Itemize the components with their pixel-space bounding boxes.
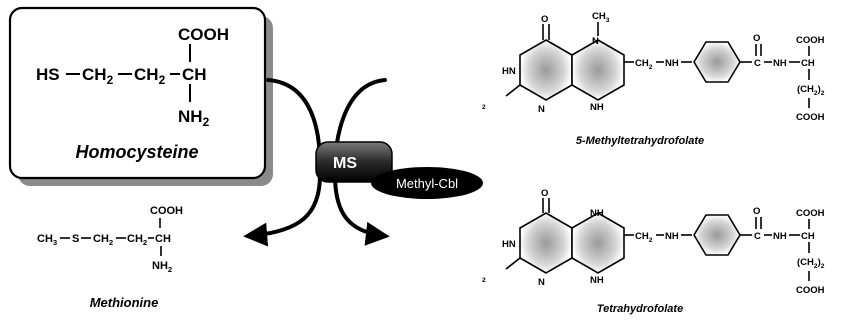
ms-box xyxy=(315,141,393,183)
mthf-hn: HN xyxy=(502,66,516,77)
panel-frame xyxy=(8,6,267,180)
homocysteine-label: Homocysteine xyxy=(75,142,198,162)
methionine-cooh: COOH xyxy=(150,205,183,217)
mthf-c-amide: C xyxy=(754,58,761,69)
thf-c-amide: C xyxy=(754,231,761,242)
thf-nh-link: NH xyxy=(665,231,679,242)
mthf-nh-amide: NH xyxy=(773,58,787,69)
mthf-ch3: CH3 xyxy=(592,11,610,24)
mthf-o: O xyxy=(541,14,548,25)
pyrimidine-ring xyxy=(519,39,573,101)
methionine-structure: COOH CH3 S CH2 CH2 CH NH2 Methionine xyxy=(37,205,183,310)
methyl-cbl-label: Methyl-Cbl xyxy=(396,176,458,191)
ms-label: MS xyxy=(333,155,357,172)
thf-ch2n: (CH2)2 xyxy=(797,257,825,270)
thf-ch2: CH2 xyxy=(635,231,653,244)
thf-cooh-bottom: COOH xyxy=(796,285,825,296)
methionine-s: S xyxy=(72,233,79,245)
homocysteine-nh2: NH2 xyxy=(178,107,210,129)
methionine-ch: CH xyxy=(155,233,171,245)
thf-nh-top: NH xyxy=(590,208,604,219)
thf-o: O xyxy=(541,188,548,199)
methyl-thf-structure: O N CH3 HN N NH 2 CH2 NH C O NH CH COOH … xyxy=(482,11,825,147)
benzene-ring xyxy=(693,41,741,83)
arrow-to-thf xyxy=(333,173,390,246)
mthf-cooh-bottom: COOH xyxy=(796,112,825,123)
thf-o-amide: O xyxy=(753,206,760,217)
mthf-ch2: CH2 xyxy=(635,58,653,71)
mthf-ch-glu: CH xyxy=(801,58,815,69)
mthf-nh2: 2 xyxy=(482,104,486,111)
homocysteine-ch: CH xyxy=(182,65,207,84)
mthf-n5: N xyxy=(592,36,599,47)
methionine-label: Methionine xyxy=(90,295,159,310)
thf-structure: O NH HN N NH 2 CH2 NH C O NH CH COOH (CH… xyxy=(482,188,825,315)
pyrimidine-ring xyxy=(519,212,573,274)
bond xyxy=(505,257,521,270)
homocysteine-ch2-b: CH2 xyxy=(134,65,166,87)
pyrazine-ring xyxy=(571,212,625,274)
thf-cooh-top: COOH xyxy=(796,208,825,219)
methionine-ch2-b: CH2 xyxy=(127,233,147,247)
homocysteine-cooh: COOH xyxy=(178,25,229,44)
methyl-cbl-ellipse xyxy=(371,167,483,199)
thf-nh-right: NH xyxy=(590,275,604,286)
homocysteine-panel: COOH HS CH2 CH2 CH NH2 Homocysteine xyxy=(8,6,273,186)
mthf-nh-link: NH xyxy=(665,58,679,69)
mthf-ch2n: (CH2)2 xyxy=(797,84,825,97)
ms-enzyme: MS Methyl-Cbl xyxy=(315,141,483,199)
mthf-nh-right: NH xyxy=(590,102,604,113)
arrow-to-methionine xyxy=(243,173,322,247)
thf-nh-amide: NH xyxy=(773,231,787,242)
benzene-ring xyxy=(693,214,741,256)
methionine-nh2: NH2 xyxy=(152,260,172,274)
thf-hn: HN xyxy=(502,239,516,250)
curve-top-left xyxy=(266,78,322,167)
thf-label: Tetrahydrofolate xyxy=(597,303,683,315)
mthf-cooh-top: COOH xyxy=(796,35,825,46)
mthf-n-left: N xyxy=(538,104,545,115)
pyrazine-ring xyxy=(571,39,625,101)
thf-n-left: N xyxy=(538,277,545,288)
bond xyxy=(505,84,521,97)
mthf-o-amide: O xyxy=(753,33,760,44)
methionine-ch3: CH3 xyxy=(37,233,57,247)
homocysteine-hs: HS xyxy=(36,65,60,84)
thf-nh2: 2 xyxy=(482,277,486,284)
thf-ch-glu: CH xyxy=(801,231,815,242)
methyl-thf-label: 5-Methyltetrahydrofolate xyxy=(576,135,704,147)
methionine-ch2-a: CH2 xyxy=(93,233,113,247)
homocysteine-ch2-a: CH2 xyxy=(82,65,114,87)
